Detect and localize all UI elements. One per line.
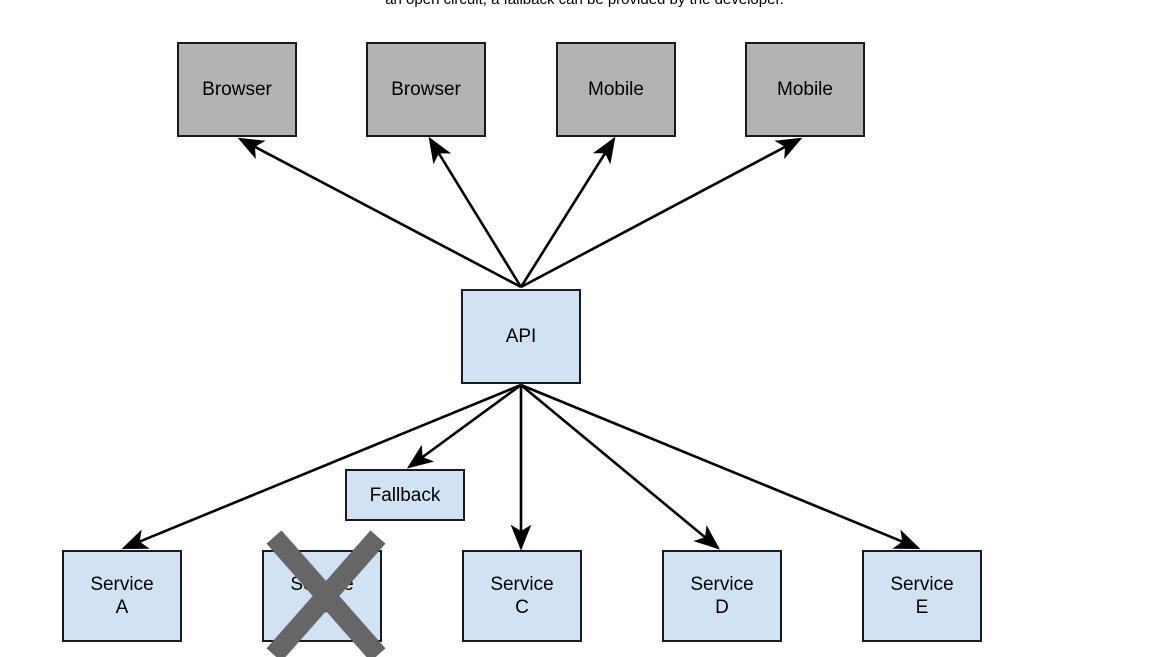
node-api-label: API — [505, 326, 537, 347]
node-service-a[interactable]: Service A — [62, 550, 182, 642]
edge-api-to-mobile-2 — [520, 137, 803, 289]
node-service-d-label: Service D — [690, 574, 754, 618]
node-mobile-2[interactable]: Mobile — [745, 42, 865, 137]
edge-api-to-service-a — [121, 383, 522, 550]
edge-api-to-service-d — [520, 383, 721, 550]
node-mobile-1[interactable]: Mobile — [556, 42, 676, 137]
node-fallback[interactable]: Fallback — [345, 469, 465, 521]
caption-text: an open circuit, a fallback can be provi… — [0, 0, 1169, 9]
node-service-e[interactable]: Service E — [862, 550, 982, 642]
edge-api-to-fallback — [406, 383, 522, 469]
node-service-c[interactable]: Service C — [462, 550, 582, 642]
node-service-c-label: Service C — [490, 574, 554, 618]
node-service-d[interactable]: Service D — [662, 550, 782, 642]
edge-api-to-mobile-1 — [519, 136, 616, 288]
node-browser-2-label: Browser — [391, 79, 461, 100]
node-service-b[interactable]: Service B — [262, 550, 382, 642]
edge-api-to-browser-2 — [428, 136, 523, 288]
node-browser-1[interactable]: Browser — [177, 42, 297, 137]
node-browser-2[interactable]: Browser — [366, 42, 486, 137]
node-mobile-1-label: Mobile — [588, 79, 644, 100]
node-service-b-label: Service B — [290, 574, 354, 618]
node-mobile-2-label: Mobile — [777, 79, 833, 100]
node-api[interactable]: API — [461, 289, 581, 384]
node-service-a-label: Service A — [90, 574, 154, 618]
node-fallback-label: Fallback — [369, 484, 441, 506]
edge-api-to-service-e — [520, 383, 921, 550]
node-browser-1-label: Browser — [202, 79, 272, 100]
edge-api-to-browser-1 — [237, 137, 522, 289]
node-service-e-label: Service E — [890, 574, 954, 618]
